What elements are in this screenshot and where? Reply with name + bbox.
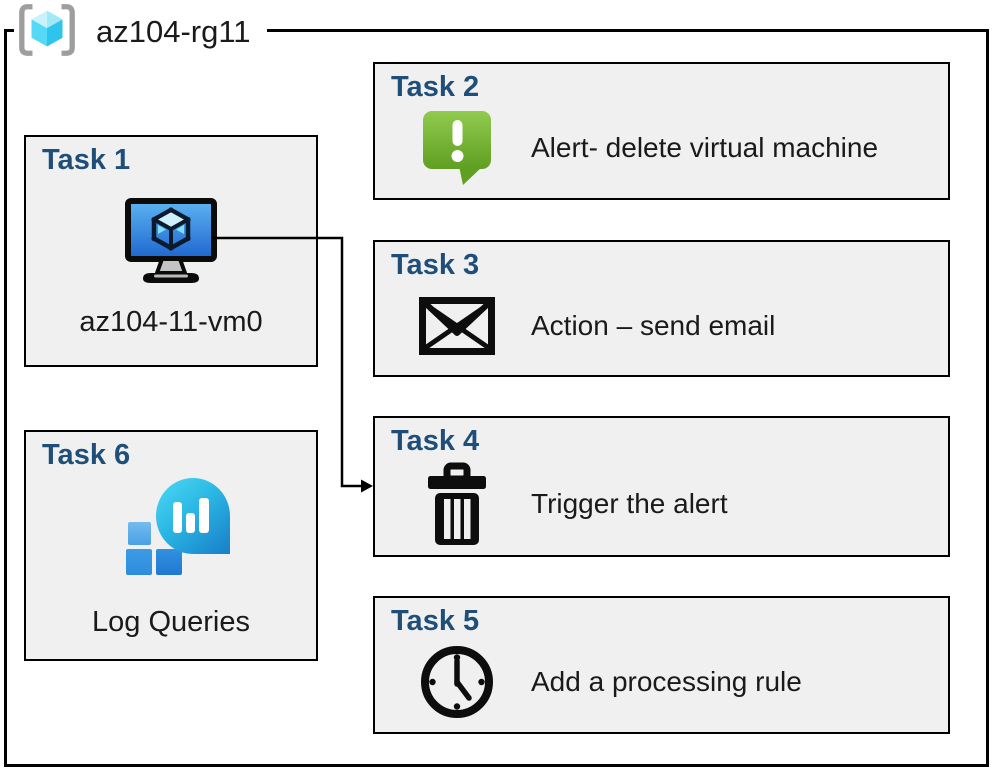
task4-heading: Task 4 (391, 425, 480, 457)
task2-caption: Alert- delete virtual machine (531, 132, 879, 163)
log-analytics-square (128, 522, 151, 545)
task6-caption: Log Queries (92, 606, 250, 638)
task5-heading: Task 5 (391, 605, 480, 637)
email-icon (413, 296, 501, 355)
log-analytics-bubble (156, 478, 230, 554)
task2-box: Task 2 Alert- delete virtual machine (373, 62, 950, 200)
task3-box: Task 3 Action – send email (373, 240, 950, 377)
log-analytics-icon (126, 478, 230, 580)
virtual-machine-icon (121, 195, 221, 292)
task4-box: Task 4 Trigger the alert (373, 416, 950, 557)
task1-heading: Task 1 (42, 144, 131, 176)
task6-box: Task 6 Log Queries (24, 430, 318, 661)
task4-caption: Trigger the alert (531, 487, 728, 519)
task3-heading: Task 3 (391, 249, 480, 281)
clock-icon (413, 642, 501, 722)
alert-icon (413, 108, 501, 188)
chart-bar (199, 498, 209, 533)
task1-caption: az104-11-vm0 (79, 306, 263, 338)
chart-bar (186, 513, 195, 533)
task5-caption: Add a processing rule (531, 666, 802, 697)
log-analytics-square (126, 549, 152, 575)
trash-icon (413, 461, 501, 547)
chart-bar (173, 502, 182, 533)
resource-group-name: az104-rg11 (96, 14, 251, 49)
task2-heading: Task 2 (391, 71, 480, 103)
log-analytics-square (156, 549, 182, 575)
task1-box: Task 1 az104-11-vm0 (24, 135, 318, 367)
resource-group-header: az104-rg11 (14, 3, 267, 62)
task5-box: Task 5 Add a processing rule (373, 596, 950, 734)
task6-heading: Task 6 (42, 439, 131, 471)
task3-caption: Action – send email (531, 309, 776, 341)
resource-group-icon (16, 3, 78, 62)
